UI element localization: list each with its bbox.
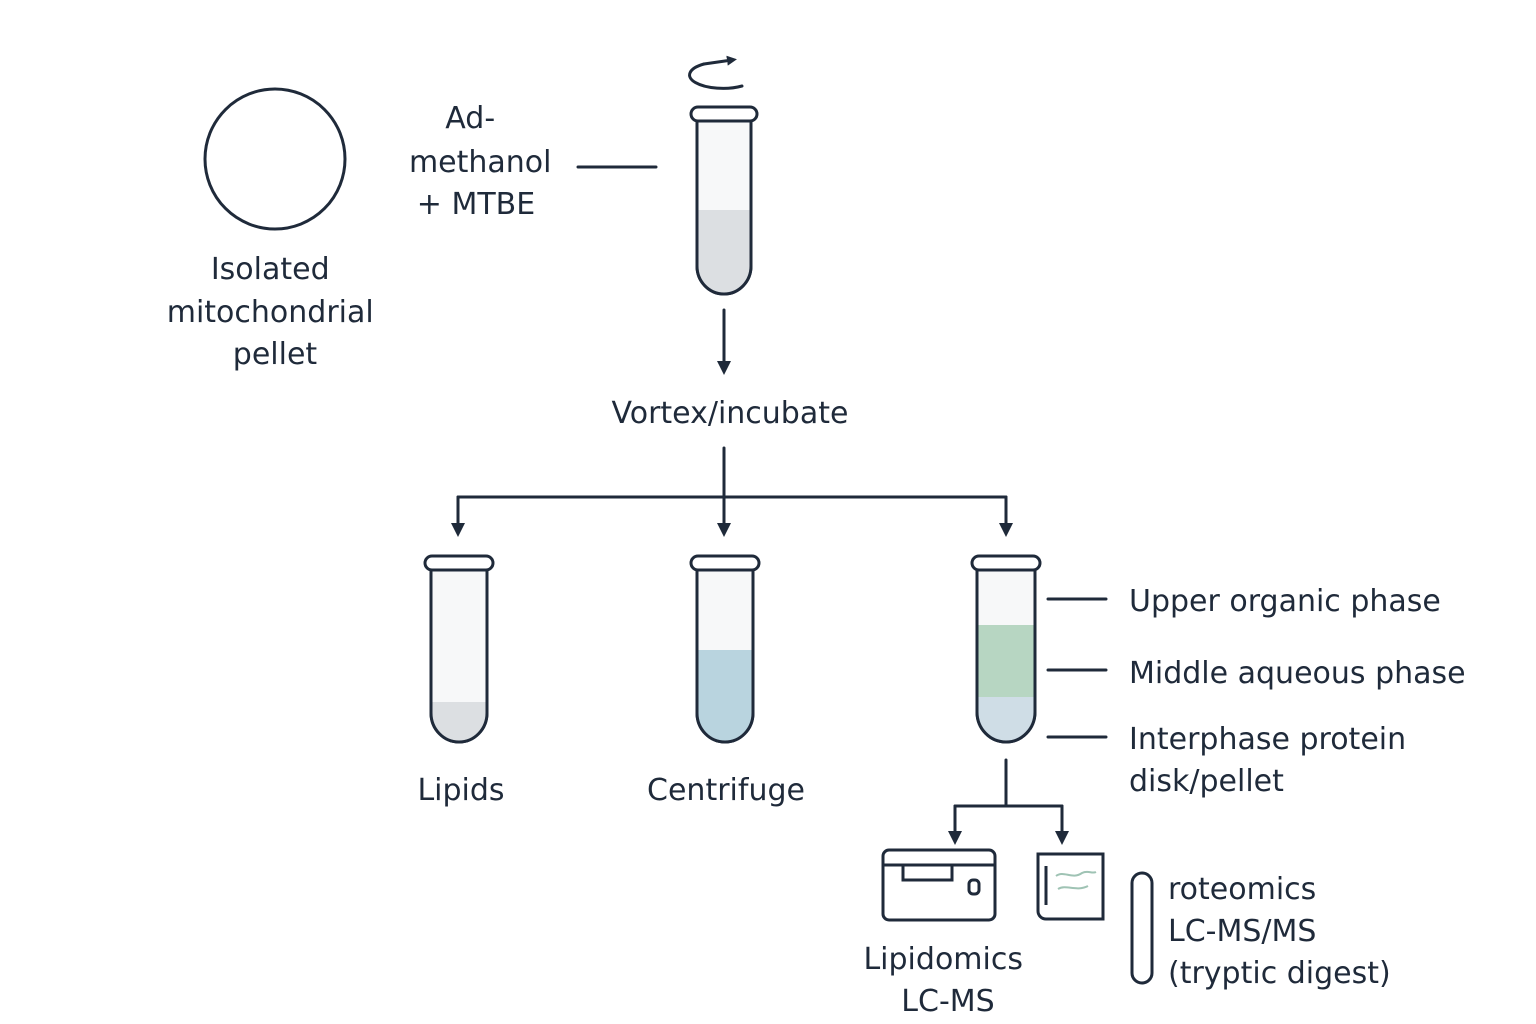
- lipids-tube: [423, 554, 495, 744]
- interphase-label: Interphase protein disk/pellet: [1129, 722, 1416, 799]
- tube-sample-fill: [697, 210, 751, 294]
- centrifuge-label: Centrifuge: [647, 773, 805, 808]
- green-phase: [977, 625, 1035, 697]
- lipidomics-label: Lipidomics LC-MS: [863, 942, 1032, 1019]
- extraction-tube: [689, 105, 759, 296]
- lc-ms-instrument-icon: [881, 848, 997, 922]
- mitochondrial-pellet-circle: [203, 87, 347, 231]
- centrifuge-tube: [689, 554, 761, 744]
- proteomics-gel-icon: [1036, 852, 1105, 921]
- centrifuge-liquid: [697, 650, 753, 742]
- branch-connector: [451, 446, 1013, 537]
- solvent-label: Ad- methanol + MTBE: [409, 101, 561, 222]
- proteomics-sample-tube: [1130, 871, 1154, 985]
- proteomics-label: roteomics LC-MS/MS (tryptic digest): [1168, 872, 1391, 991]
- lipids-label: Lipids: [417, 773, 504, 808]
- pellet-label: Isolated mitochondrial pellet: [167, 252, 384, 372]
- phase-separation-tube: [970, 554, 1042, 744]
- middle-phase-label: Middle aqueous phase: [1129, 656, 1466, 691]
- rotation-arrow-icon: [688, 55, 744, 90]
- upper-phase-label: Upper organic phase: [1129, 584, 1441, 619]
- analysis-branch-connector: [948, 758, 1069, 845]
- vortex-label: Vortex/incubate: [612, 396, 849, 431]
